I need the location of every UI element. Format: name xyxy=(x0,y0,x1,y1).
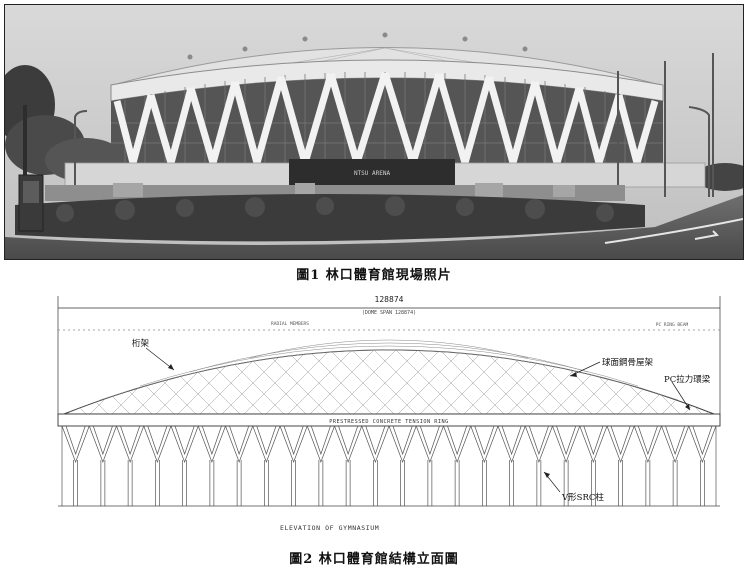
arena-sign: NTSU ARENA xyxy=(354,170,391,177)
dimension-value: 128874 xyxy=(375,295,404,304)
road-marking xyxy=(604,218,743,244)
left-trees xyxy=(5,65,125,195)
arena-photo-drawing: NTSU ARENA xyxy=(5,5,743,259)
hedge xyxy=(15,194,645,242)
dimension-note: (DOME SPAN 128874) xyxy=(362,310,416,316)
roof-vents xyxy=(187,32,528,60)
drawing-title: ELEVATION OF GYMNASIUM xyxy=(280,524,379,532)
small-label-right: PC RING BEAM xyxy=(656,322,689,328)
tension-ring-label: PRESTRESSED CONCRETE TENSION RING xyxy=(329,419,449,425)
label-v-column: V形SRC柱 xyxy=(561,492,604,503)
dome-latitude-rings xyxy=(99,339,679,401)
road xyxy=(5,195,743,259)
lamp-posts xyxy=(74,53,714,197)
hedge-texture xyxy=(56,196,614,222)
figure2-caption: 圖2 林口體育館結構立面圖 xyxy=(289,552,459,567)
sign-board-panel xyxy=(23,181,39,203)
label-dome-steel: 球面鋼骨屋架 xyxy=(602,357,654,368)
arena-photo: NTSU ARENA xyxy=(4,4,744,260)
road-arrow xyxy=(694,230,720,240)
entrance-block xyxy=(289,159,455,189)
label-truss: 桁架 xyxy=(132,338,150,349)
figure1-caption: 圖1 林口體育館現場照片 xyxy=(296,268,452,283)
right-trees xyxy=(695,163,743,191)
small-label-top: RADIAL MEMBERS xyxy=(271,321,309,327)
v-column-elevation xyxy=(61,425,717,506)
elevation-drawing: 128874 (DOME SPAN 128874) RADIAL MEMBERS… xyxy=(57,295,721,532)
label-pc-ring: PC拉力環梁 xyxy=(664,374,711,385)
callout-arrowheads xyxy=(168,364,690,478)
dimension-line xyxy=(57,296,721,414)
planter-blocks xyxy=(113,183,575,197)
